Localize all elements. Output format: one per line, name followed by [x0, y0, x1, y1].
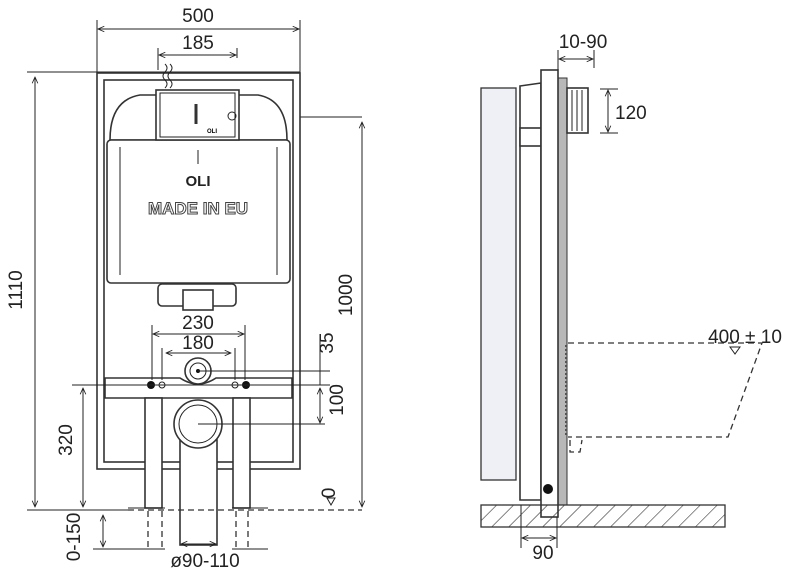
- dim-drain-diameter: ø90-110: [170, 551, 239, 572]
- dim-seat-height: 400 ± 10: [708, 327, 782, 348]
- dim-bolt-inner: 180: [182, 333, 214, 354]
- side-view: 10-90 120 400 ± 10 90: [480, 32, 782, 564]
- floor-level-label: 0: [319, 488, 340, 499]
- cistern-label: MADE IN EU: [148, 199, 248, 218]
- dim-flush-spacing: 185: [182, 33, 214, 54]
- cistern-brand: OLI: [186, 173, 211, 190]
- floor-section: [480, 504, 726, 528]
- dim-wall-depth: 10-90: [559, 32, 608, 53]
- front-view: 500 185 1110 1000 OLI OLI MADE IN EU: [6, 6, 362, 572]
- toilet-bowl-outline: [568, 342, 763, 438]
- dim-frame-depth: 90: [532, 543, 553, 564]
- dim-height-total: 1110: [6, 270, 27, 309]
- wall-panel: [480, 87, 517, 481]
- dim-height-flush: 1000: [336, 274, 357, 316]
- dim-bolt-outer: 230: [182, 313, 214, 334]
- dim-leg-adjust: 0-150: [64, 513, 85, 562]
- frame-side: [540, 69, 559, 518]
- dim-width-total: 500: [182, 6, 214, 27]
- dim-drain-height: 320: [56, 424, 77, 456]
- dim-inlet-offset: 35: [317, 332, 338, 353]
- dim-flush-height: 120: [615, 103, 647, 124]
- flush-brand: OLI: [207, 129, 217, 135]
- water-inlet-icon: [162, 63, 173, 89]
- dim-drain-offset: 100: [327, 384, 348, 416]
- frame-strip: [557, 77, 568, 506]
